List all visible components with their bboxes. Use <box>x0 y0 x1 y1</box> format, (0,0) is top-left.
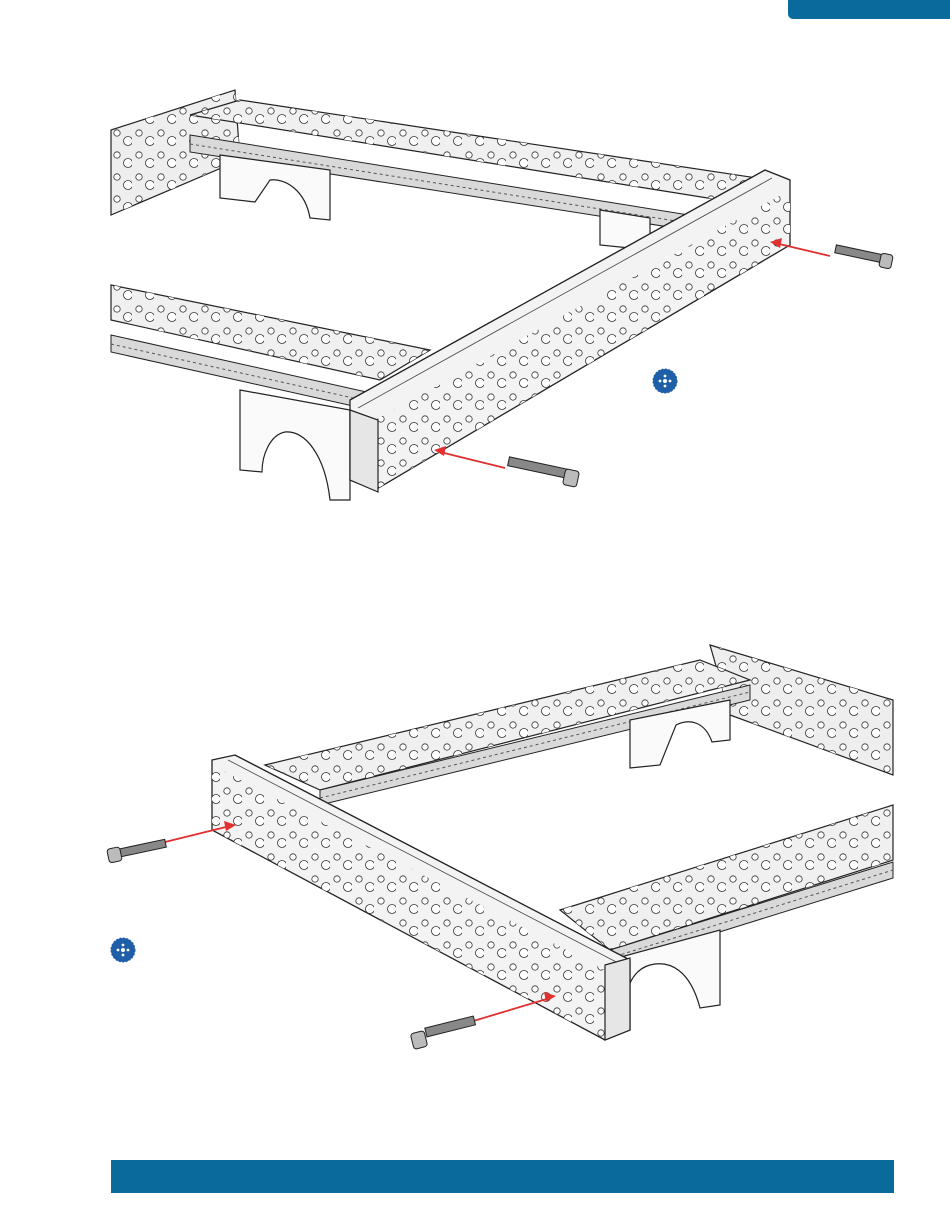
channel-back-right <box>710 645 893 775</box>
screw-left <box>107 839 167 863</box>
bracket-front <box>240 390 350 500</box>
section-tab <box>788 0 950 19</box>
screw-front <box>508 457 580 487</box>
footer-bar <box>111 1160 894 1193</box>
assembly-illustration-top <box>0 60 950 540</box>
arrow-front <box>434 446 505 468</box>
screw-right <box>835 245 894 269</box>
assembly-illustration-bottom <box>0 630 950 1070</box>
gear-icon <box>110 937 136 963</box>
channel-cross <box>212 755 630 1040</box>
channel-cross <box>350 170 790 492</box>
gear-icon <box>652 368 678 394</box>
screw-front <box>410 1016 475 1049</box>
channel-back <box>265 660 750 805</box>
arrow-right <box>770 238 830 256</box>
channel-front-right <box>560 805 893 966</box>
